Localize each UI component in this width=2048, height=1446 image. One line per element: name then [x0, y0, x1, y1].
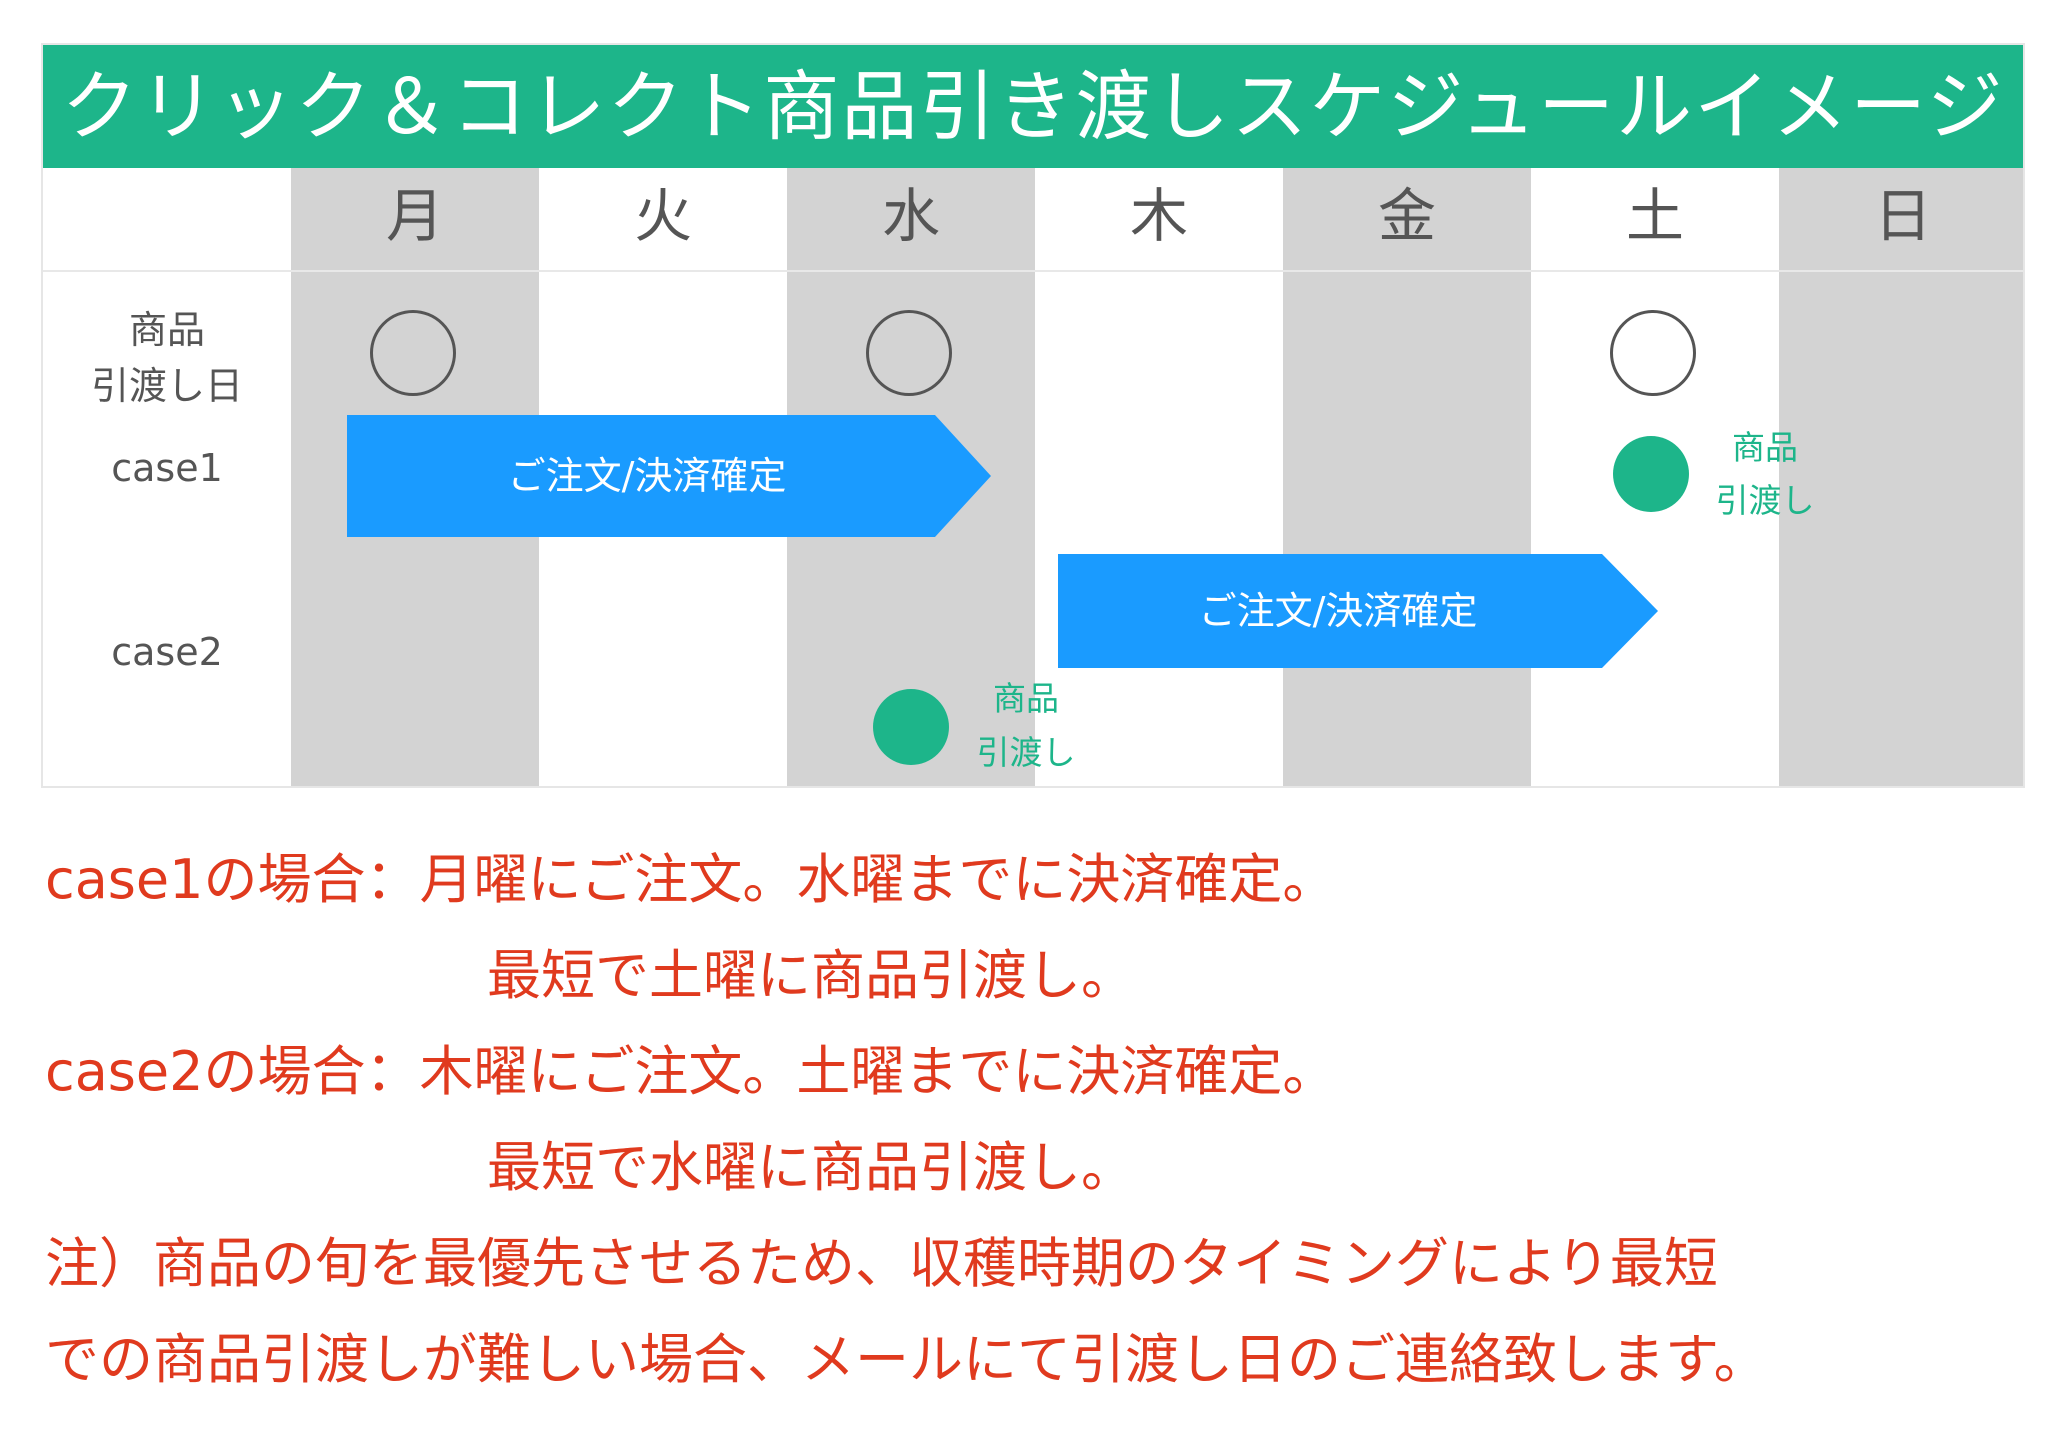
note-case1-line2: 最短で土曜に商品引渡し。	[487, 944, 1135, 1007]
note-case1-line1: case1の場合：月曜にご注文。水曜までに決済確定。	[45, 848, 1337, 911]
day-column-fri: 金	[1283, 168, 1531, 786]
row-label-pickup-line1: 商品	[128, 308, 205, 352]
case1-delivery-label-line2: 引渡し	[1715, 481, 1815, 520]
row-label-pickup-line2: 引渡し日	[90, 364, 243, 408]
case2-arrow-shape	[1058, 554, 1658, 668]
note-case2-line1: case2の場合：木曜にご注文。土曜までに決済確定。	[45, 1040, 1337, 1103]
case2-delivery-label-line1: 商品	[993, 679, 1059, 718]
schedule-grid: 月 火 水 木 金 土 日 商品 引渡し日 case1 case2	[43, 168, 2023, 786]
diagram-title: クリック＆コレクト商品引き渡しスケジュールイメージ	[43, 45, 2023, 168]
day-label-fri: 金	[1377, 182, 1436, 250]
case2-arrow-label: ご注文/決済確定	[1198, 589, 1478, 633]
day-label-tue: 火	[633, 182, 692, 250]
day-label-thu: 木	[1129, 182, 1188, 250]
case1-arrow-shape	[347, 415, 991, 537]
case2-delivery-label-line2: 引渡し	[976, 733, 1076, 772]
case1-delivery-dot	[1613, 436, 1689, 512]
note-footnote-line2: での商品引渡しが難しい場合、メールにて引渡し日のご連絡致します。	[45, 1328, 1768, 1391]
pickup-day-circle-sat	[1610, 310, 1696, 396]
note-footnote-line1: 注）商品の旬を最優先させるため、収穫時期のタイミングにより最短	[45, 1232, 1718, 1295]
case1-arrow-label: ご注文/決済確定	[507, 454, 787, 498]
day-label-sat: 土	[1625, 182, 1684, 250]
schedule-notes: case1の場合：月曜にご注文。水曜までに決済確定。 最短で土曜に商品引渡し。 …	[45, 832, 2035, 1408]
schedule-diagram: クリック＆コレクト商品引き渡しスケジュールイメージ 月 火 水 木 金 土 日 …	[41, 43, 2025, 788]
case2-delivery-dot	[873, 689, 949, 765]
header-divider	[43, 270, 2023, 272]
pickup-day-circle-wed	[866, 310, 952, 396]
note-case2-line2: 最短で水曜に商品引渡し。	[487, 1136, 1135, 1199]
day-label-mon: 月	[385, 182, 444, 250]
row-label-case2: case2	[111, 630, 223, 674]
pickup-day-circle-mon	[370, 310, 456, 396]
case2-order-arrow: ご注文/決済確定	[1058, 554, 1658, 668]
day-label-sun: 日	[1873, 182, 1932, 250]
case1-delivery-label-line1: 商品	[1732, 428, 1798, 467]
row-label-case1: case1	[111, 446, 223, 490]
case1-order-arrow: ご注文/決済確定	[347, 415, 991, 537]
day-label-wed: 水	[881, 182, 940, 250]
